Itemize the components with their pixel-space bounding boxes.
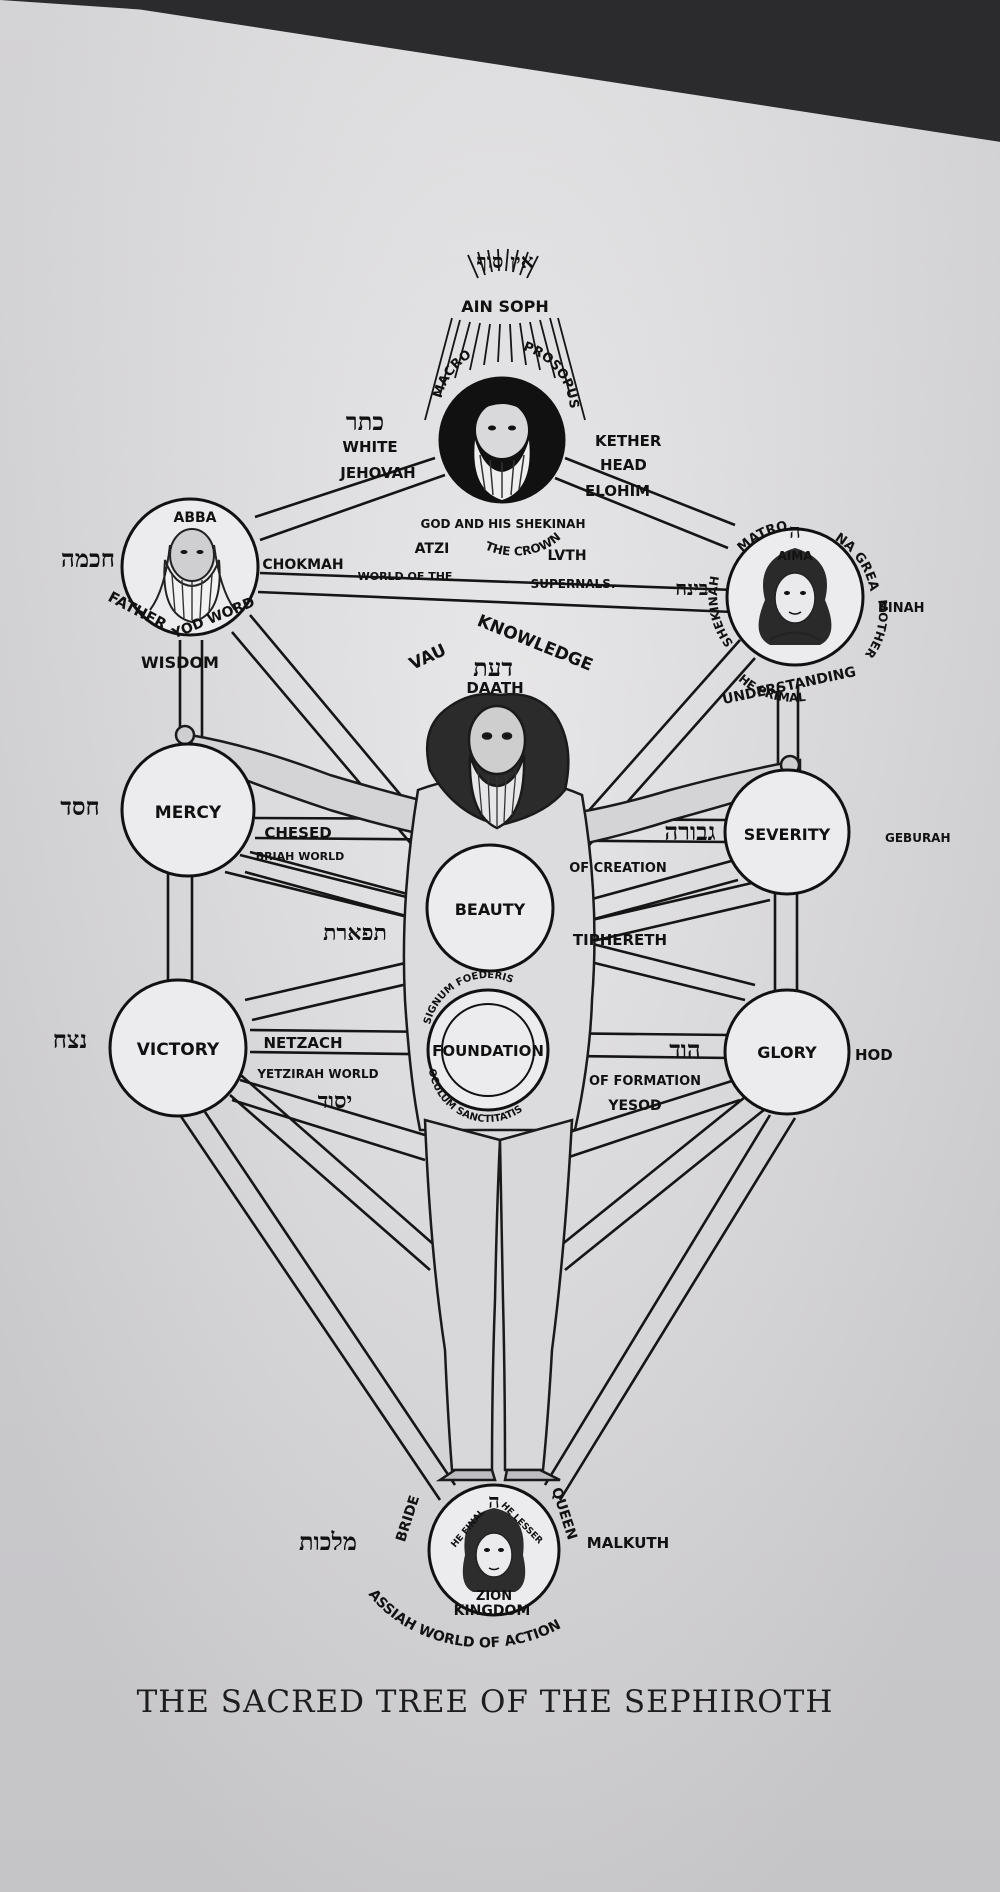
ain-soph-rays: [424, 248, 586, 421]
geburah-label: GEBURAH: [885, 831, 951, 845]
yesod-hebrew: יסוד: [318, 1088, 353, 1114]
jehovah-label: JEHOVAH: [339, 464, 415, 482]
bearded-face-icon: [474, 401, 530, 500]
tiphereth-hebrew: תפארת: [323, 920, 387, 946]
severity-label: SEVERITY: [744, 825, 831, 844]
geburah-hebrew: גבורה: [664, 817, 715, 846]
hod-hebrew: הוד: [669, 1035, 701, 1064]
bride-label: BRIDE: [393, 1494, 423, 1544]
binah-hebrew: בינה: [676, 576, 709, 600]
daath-label-group: VAU KNOWLEDGE דעת DAATH: [406, 611, 595, 697]
wisdom-label: WISDOM: [141, 653, 219, 672]
chesed-hebrew: חסד: [60, 792, 99, 821]
daath-hebrew: דעת: [473, 653, 513, 682]
glory-label: GLORY: [757, 1043, 817, 1062]
malkuth-sephirah: ה HE FINAL HE LESSER ZION: [427, 1483, 561, 1617]
chokmah-label: CHOKMAH: [262, 557, 343, 573]
father-face-icon: [149, 528, 236, 624]
head-label: HEAD: [600, 456, 647, 474]
binah-he-letter: ה: [789, 519, 801, 543]
luth-label: LVTH: [547, 548, 586, 564]
netzach-hebrew: נצח: [53, 1025, 88, 1054]
briah-world-label: BRIAH WORLD: [256, 850, 345, 863]
kingdom-label: KINGDOM: [454, 1603, 531, 1619]
ha-great-label: NA GREAT: [0, 0, 881, 593]
ain-soph-hebrew: אין סוף: [476, 249, 533, 273]
aima-label: AIMA: [778, 549, 814, 563]
geburah-sephirah: SEVERITY: [723, 768, 851, 896]
kether-hebrew: כתר: [346, 407, 384, 436]
foundation-label: FOUNDATION: [432, 1042, 544, 1060]
white-label: WHITE: [342, 438, 397, 456]
binah-label: BINAH: [878, 601, 925, 616]
malkuth-label: MALKUTH: [587, 1534, 669, 1552]
chesed-sephirah: MERCY: [120, 742, 256, 878]
kether-he-letter: ה: [496, 383, 508, 407]
chokmah-sephirah: ABBA: [120, 497, 260, 637]
of-formation-label: OF FORMATION: [589, 1074, 701, 1089]
beauty-label: BEAUTY: [455, 900, 526, 919]
hod-label: HOD: [855, 1046, 893, 1064]
victory-label: VICTORY: [137, 1040, 220, 1060]
atzi-label: ATZI: [415, 541, 450, 557]
tiphereth-sephirah: BEAUTY: [425, 843, 555, 973]
kether-label: KETHER: [595, 432, 662, 450]
god-shekinah-label: GOD AND HIS SHEKINAH: [420, 517, 585, 531]
bride-face-icon: [462, 1508, 526, 1592]
zion-label: ZION: [476, 1589, 512, 1604]
chokmah-hebrew: חכמה: [61, 544, 115, 573]
netzach-label: NETZACH: [263, 1034, 342, 1052]
daath-label: DAATH: [466, 679, 523, 697]
netzach-sephirah: VICTORY: [108, 978, 248, 1118]
malkuth-hebrew: מלכות: [299, 1527, 357, 1556]
malkuth-he-letter: ה: [488, 1489, 500, 1513]
hod-sephirah: GLORY: [723, 988, 851, 1116]
ain-soph-label: AIN SOPH: [461, 297, 549, 316]
chesed-label: CHESED: [264, 824, 331, 842]
yetzirah-world-label: YETZIRAH WORLD: [256, 1067, 378, 1081]
supernals-label: SUPERNALS.: [531, 577, 616, 591]
yesod-label: YESOD: [607, 1098, 661, 1114]
world-of-the-label: WORLD OF THE: [358, 570, 453, 583]
elohim-label: ELOHIM: [585, 482, 650, 500]
of-creation-label: OF CREATION: [569, 861, 667, 876]
tiphereth-label: TIPHERETH: [573, 931, 667, 949]
mother-face-icon: [758, 548, 832, 645]
vau-label: VAU: [406, 640, 449, 674]
abba-label: ABBA: [173, 510, 216, 526]
mercy-label: MERCY: [155, 803, 222, 823]
diagram-caption: THE SACRED TREE OF THE SEPHIROTH: [137, 1684, 834, 1720]
